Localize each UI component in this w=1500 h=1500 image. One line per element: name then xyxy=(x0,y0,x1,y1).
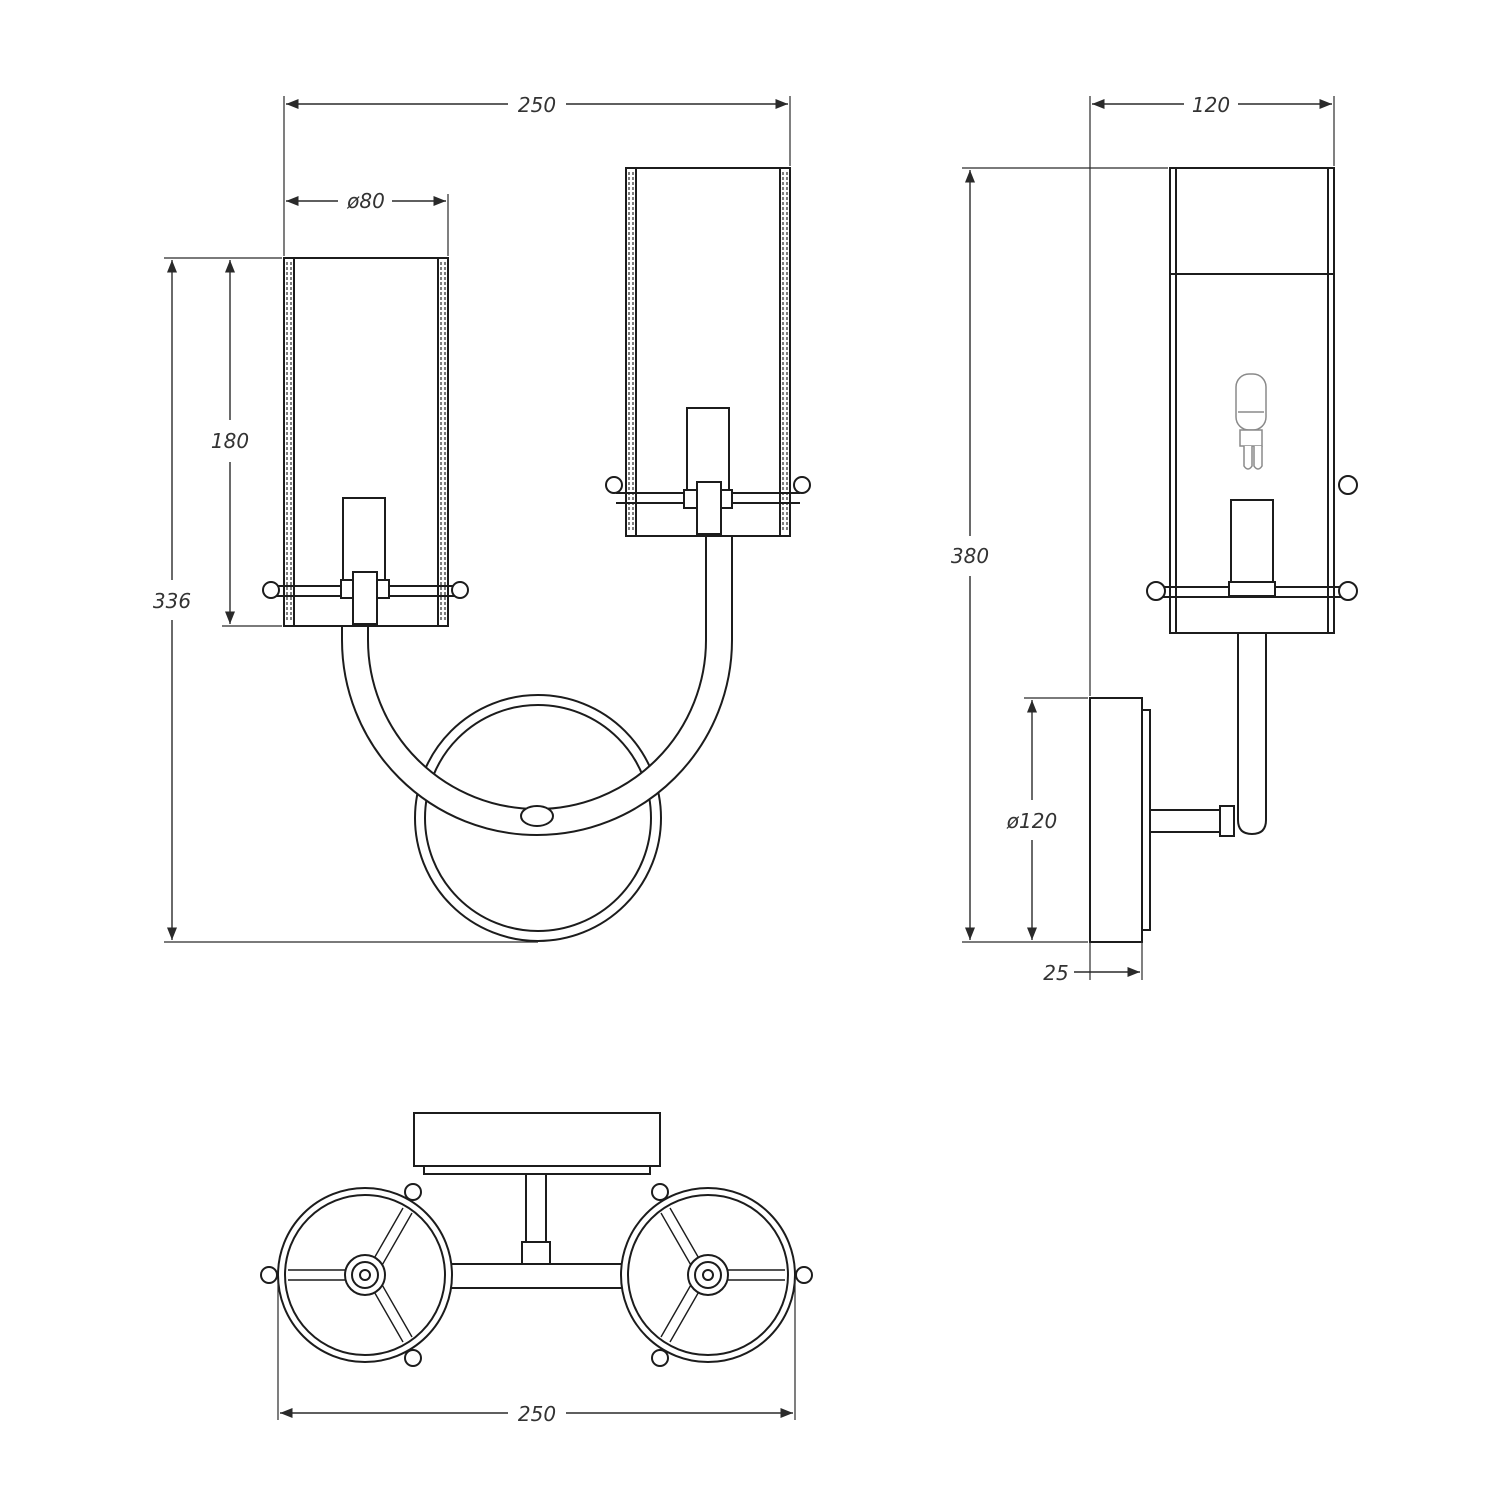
top-wall-base xyxy=(413,1112,661,1167)
dim-base-thickness: 25 xyxy=(1043,961,1068,985)
right-socket xyxy=(686,407,730,491)
left-shade-knob-right xyxy=(451,581,469,599)
dim-total-height: 336 xyxy=(153,589,191,613)
side-knob-upper xyxy=(1338,475,1358,495)
right-shade-knob-left xyxy=(605,476,623,494)
top-right-socket xyxy=(687,1254,729,1296)
left-shade-knob-left xyxy=(262,581,280,599)
top-left-shade xyxy=(260,1183,453,1367)
dim-shade-height: 180 xyxy=(211,429,249,453)
right-shade-knob-right xyxy=(793,476,811,494)
dim-shade-diameter: ø80 xyxy=(346,189,385,213)
left-shade xyxy=(262,257,469,627)
side-wall-base xyxy=(1089,697,1143,943)
dim-top-width: 250 xyxy=(518,1402,556,1426)
front-arm-center-mount xyxy=(520,805,554,827)
dim-front-width: 250 xyxy=(518,93,556,117)
side-vertical-arm xyxy=(1237,595,1267,836)
left-socket xyxy=(342,497,386,581)
top-right-shade xyxy=(620,1183,813,1367)
dim-side-height: 380 xyxy=(951,544,989,568)
top-crossbar xyxy=(439,1263,635,1289)
side-shade xyxy=(1146,167,1358,634)
side-horizontal-arm xyxy=(1149,809,1226,833)
side-view: 120 380 ø120 25 xyxy=(951,93,1358,985)
dim-side-depth: 120 xyxy=(1192,93,1230,117)
front-view: 250 ø80 180 336 xyxy=(153,93,811,943)
side-knob-left xyxy=(1146,581,1166,601)
front-wall-plate-rim xyxy=(424,704,652,932)
g9-bulb-icon xyxy=(1235,373,1267,470)
top-left-socket xyxy=(344,1254,386,1296)
top-view: 250 xyxy=(260,1112,813,1426)
side-knob-right xyxy=(1338,581,1358,601)
right-shade xyxy=(605,167,811,537)
top-stem xyxy=(525,1173,547,1245)
side-socket xyxy=(1230,499,1274,583)
dim-base-diameter: ø120 xyxy=(1006,809,1057,833)
